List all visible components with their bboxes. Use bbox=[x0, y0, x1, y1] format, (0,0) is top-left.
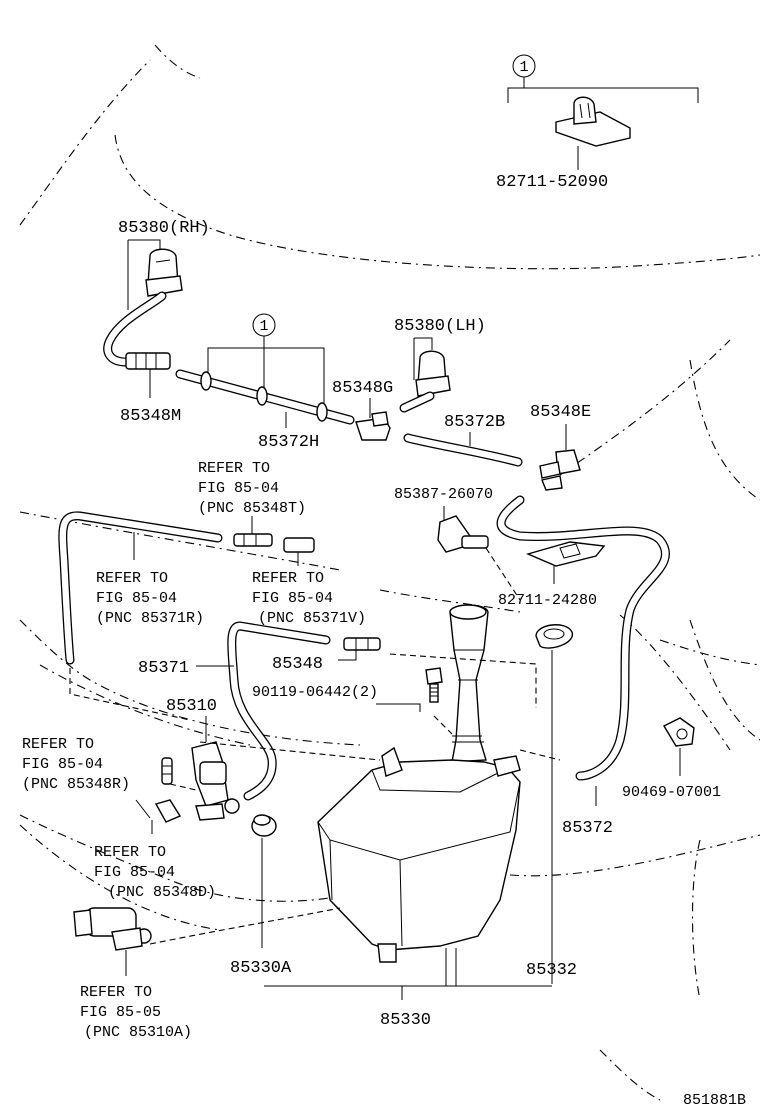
tee-85348g bbox=[355, 411, 391, 441]
fitting-85348r bbox=[161, 757, 173, 785]
hose-85372-long bbox=[496, 495, 670, 781]
hose-85372h bbox=[175, 369, 355, 425]
bracket-85387 bbox=[437, 515, 489, 553]
part-label-85348g: 85348G bbox=[332, 379, 393, 398]
hose-85371r bbox=[58, 511, 223, 665]
part-label-85372h: 85372H bbox=[258, 433, 319, 452]
part-label-90119-06442: 90119-06442(2) bbox=[252, 684, 378, 701]
grommet-85330a bbox=[251, 814, 277, 837]
refer-note-3-line-2: FIG 85-04 bbox=[252, 590, 333, 607]
joint-85348 bbox=[343, 637, 381, 651]
part-label-85371: 85371 bbox=[138, 659, 189, 678]
callout-number: 1 bbox=[519, 59, 528, 76]
part-label-85372: 85372 bbox=[562, 819, 613, 838]
refer-note-1-line-3: (PNC 85348T) bbox=[198, 500, 306, 517]
part-label-85380-rh: 85380(RH) bbox=[118, 219, 210, 238]
refer-note-5-line-1: REFER TO bbox=[94, 844, 166, 861]
callout-group-top: 1 bbox=[507, 54, 699, 170]
refer-note-3-line-3: (PNC 85371V) bbox=[258, 610, 366, 627]
refer-note-6-line-3: (PNC 85310A) bbox=[84, 1024, 192, 1041]
part-label-85372b: 85372B bbox=[444, 413, 505, 432]
hose-85372b bbox=[403, 433, 523, 467]
clip-90469 bbox=[663, 717, 695, 747]
part-label-85387-26070: 85387-26070 bbox=[394, 486, 493, 503]
part-label-85330: 85330 bbox=[380, 1011, 431, 1030]
refer-note-5-line-2: FIG 85-04 bbox=[94, 864, 175, 881]
joint-85348m bbox=[125, 352, 171, 370]
refer-note-1-line-2: FIG 85-04 bbox=[198, 480, 279, 497]
refer-note-6-line-2: FIG 85-05 bbox=[80, 1004, 161, 1021]
refer-note-2-line-1: REFER TO bbox=[96, 570, 168, 587]
figure-id: 851881B bbox=[683, 1092, 746, 1109]
callout-group-hose: 1 bbox=[207, 313, 325, 405]
pump-85310 bbox=[191, 741, 240, 821]
part-label-85348e: 85348E bbox=[530, 403, 591, 422]
refer-note-2-line-3: (PNC 85371R) bbox=[96, 610, 204, 627]
refer-note-5-line-3: (PNC 85348D) bbox=[108, 884, 216, 901]
body-outline-lines bbox=[19, 44, 760, 1101]
refer-note-3-line-1: REFER TO bbox=[252, 570, 324, 587]
cap-85332 bbox=[535, 624, 573, 649]
tee-85348e bbox=[539, 449, 581, 491]
joint-85348t bbox=[233, 533, 273, 547]
motor-85310a bbox=[73, 907, 152, 951]
refer-note-2-line-2: FIG 85-04 bbox=[96, 590, 177, 607]
part-label-85348: 85348 bbox=[272, 655, 323, 674]
callout-number-2: 1 bbox=[259, 318, 268, 335]
part-label-82711-52090: 82711-52090 bbox=[496, 173, 608, 192]
part-label-85380-lh: 85380(LH) bbox=[394, 317, 486, 336]
refer-note-4-line-2: FIG 85-04 bbox=[22, 756, 103, 773]
nozzle-rh bbox=[145, 248, 183, 297]
nozzle-lh bbox=[415, 350, 451, 397]
hose-85371v-short bbox=[283, 537, 315, 553]
refer-note-6-line-1: REFER TO bbox=[80, 984, 152, 1001]
guide-lines bbox=[69, 547, 561, 945]
hose-85371 bbox=[227, 621, 331, 801]
part-label-85332: 85332 bbox=[526, 961, 577, 980]
refer-note-1-line-1: REFER TO bbox=[198, 460, 270, 477]
hose-85348d bbox=[154, 799, 182, 823]
washer-tank-85330 bbox=[317, 604, 521, 963]
hose-rh bbox=[103, 291, 167, 367]
part-label-85330a: 85330A bbox=[230, 959, 292, 978]
part-label-82711-24280: 82711-24280 bbox=[498, 592, 597, 609]
bolt-90119 bbox=[425, 667, 443, 703]
part-label-85310: 85310 bbox=[166, 697, 217, 716]
part-label-85348m: 85348M bbox=[120, 407, 181, 426]
part-label-90469-07001: 90469-07001 bbox=[622, 784, 721, 801]
refer-note-4-line-3: (PNC 85348R) bbox=[22, 776, 130, 793]
clip-82711-24280 bbox=[525, 541, 606, 567]
hose-lh-short bbox=[399, 391, 435, 413]
clip-82711-52090 bbox=[555, 96, 631, 147]
refer-note-4-line-1: REFER TO bbox=[22, 736, 94, 753]
